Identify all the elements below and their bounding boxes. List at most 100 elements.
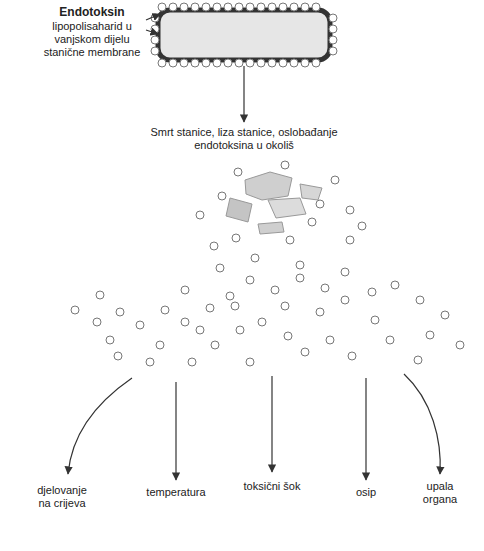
endotoxin-particle: [216, 264, 224, 272]
effect-label: upala organa: [410, 480, 470, 506]
effect-label: osip: [346, 486, 386, 499]
endotoxin-particle: [180, 59, 188, 67]
endotoxin-particle: [246, 3, 254, 11]
endotoxin-particle: [136, 321, 144, 329]
endotoxin-particle: [441, 311, 449, 319]
endotoxin-particle: [321, 284, 329, 292]
endotoxin-particle: [235, 59, 243, 67]
endotoxin-particle: [191, 3, 199, 11]
endotoxin-particle: [161, 306, 169, 314]
endotoxin-particle: [232, 234, 240, 242]
endotoxin-particle: [281, 302, 289, 310]
endotoxin-particle: [329, 14, 337, 22]
endotoxin-particle: [308, 218, 316, 226]
endotoxin-particle: [224, 59, 232, 67]
endotoxin-particle: [246, 59, 254, 67]
endotoxin-particle: [371, 316, 379, 324]
endotoxin-particle: [416, 296, 424, 304]
endotoxin-particle: [188, 358, 196, 366]
endotoxin-particle: [284, 332, 292, 340]
endotoxin-particle: [236, 326, 244, 334]
endotoxin-particle: [246, 358, 254, 366]
endotoxin-particle: [312, 59, 320, 67]
endotoxin-particle: [301, 348, 309, 356]
endotoxin-particle: [169, 59, 177, 67]
endotoxin-particle: [196, 211, 204, 219]
endotoxin-particle: [296, 261, 304, 269]
endotoxin-particle: [316, 200, 324, 208]
endotoxin-particle: [290, 59, 298, 67]
label-heading: Endotoksin: [40, 6, 144, 19]
endotoxin-particle: [271, 286, 279, 294]
endotoxin-particle: [246, 276, 254, 284]
endotoxin-particle: [213, 3, 221, 11]
endotoxin-particle: [268, 59, 276, 67]
effect-arrows: [68, 14, 440, 480]
endotoxin-particle: [234, 168, 242, 176]
endotoxin-particle: [257, 3, 265, 11]
endotoxin-particle: [210, 242, 218, 250]
endotoxin-particle: [181, 318, 189, 326]
endotoxin-particle: [281, 161, 289, 169]
endotoxin-particle: [391, 281, 399, 289]
endotoxin-particle: [213, 59, 221, 67]
endotoxin-particle: [158, 59, 166, 67]
endotoxin-particle: [279, 59, 287, 67]
endotoxin-particle: [341, 296, 349, 304]
endotoxin-particle: [181, 286, 189, 294]
endotoxin-particle: [93, 318, 101, 326]
endotoxin-particle: [114, 352, 122, 360]
endotoxin-particle: [151, 36, 159, 44]
endotoxin-particle: [106, 336, 114, 344]
endotoxin-particle: [348, 352, 356, 360]
endotoxin-particle: [202, 3, 210, 11]
endotoxin-particle: [346, 236, 354, 244]
endotoxin-particle: [426, 331, 434, 339]
endotoxin-particle: [331, 176, 339, 184]
endotoxin-particle: [346, 206, 354, 214]
endotoxin-particle: [96, 291, 104, 299]
effect-label: djelovanje na crijeva: [30, 484, 94, 510]
endotoxin-particle: [296, 274, 304, 282]
endotoxin-particle: [341, 268, 349, 276]
endotoxin-particle: [456, 341, 464, 349]
process-note: Smrt stanice, liza stanice, oslobađanje …: [142, 126, 346, 152]
endotoxin-particle: [358, 222, 366, 230]
endotoxin-particle: [71, 306, 79, 314]
endotoxin-particle: [231, 302, 239, 310]
endotoxin-particle: [329, 25, 337, 33]
effect-label: toksični šok: [242, 480, 302, 493]
endotoxin-particle: [286, 236, 294, 244]
endotoxin-particle: [257, 59, 265, 67]
endotoxin-particle: [414, 356, 422, 364]
endotoxin-particle: [211, 341, 219, 349]
cell-debris: [226, 172, 322, 234]
label-text: lipopolisaharid u vanjskom dijelu stanič…: [40, 20, 144, 59]
endotoxin-particle: [226, 292, 234, 300]
endotoxin-particle: [116, 308, 124, 316]
endotoxin-particle: [224, 3, 232, 11]
endotoxin-particle: [251, 254, 259, 262]
endotoxin-particle: [151, 47, 159, 55]
endotoxin-particle: [301, 59, 309, 67]
endotoxin-particle: [196, 326, 204, 334]
effect-label: temperatura: [140, 486, 212, 499]
endotoxin-particle: [268, 3, 276, 11]
endotoxin-particle: [158, 3, 166, 11]
endotoxin-particle: [329, 47, 337, 55]
endotoxin-particle: [169, 3, 177, 11]
endotoxin-particle: [258, 318, 266, 326]
endotoxin-particle: [146, 358, 154, 366]
endotoxin-particle: [386, 336, 394, 344]
endotoxin-particle: [290, 3, 298, 11]
endotoxin-particle: [156, 341, 164, 349]
endotoxin-particle: [202, 59, 210, 67]
endotoxin-particle: [206, 304, 214, 312]
endotoxin-particle: [301, 3, 309, 11]
endotoxin-particle: [218, 192, 226, 200]
endotoxin-particle: [368, 288, 376, 296]
endotoxin-particle: [312, 3, 320, 11]
endotoxin-particle: [316, 308, 324, 316]
endotoxin-particle: [279, 3, 287, 11]
